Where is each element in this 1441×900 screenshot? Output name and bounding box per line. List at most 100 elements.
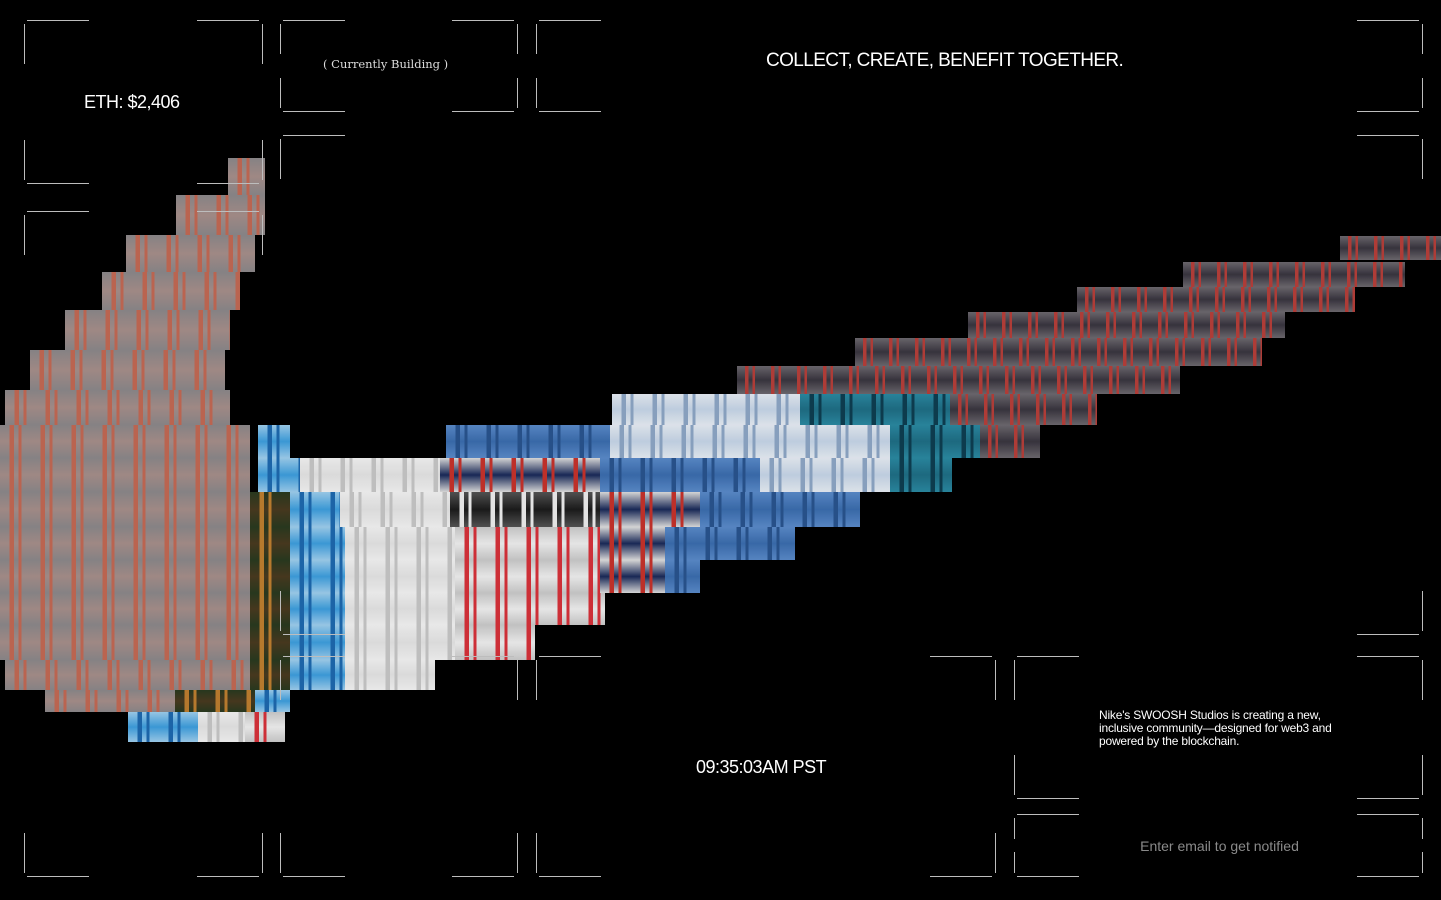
frame-corner-line	[517, 660, 518, 700]
nft-tile-strip	[45, 690, 175, 712]
frame-corner-line	[536, 660, 537, 700]
nft-tile-strip	[258, 458, 300, 492]
frame-corner-line	[1357, 656, 1419, 657]
frame-corner-line	[283, 634, 345, 635]
frame-corner-line	[280, 139, 281, 179]
frame-corner-line	[1357, 135, 1419, 136]
frame-corner-line	[452, 111, 514, 112]
nft-tile-strip	[290, 560, 345, 593]
nft-tile-strip	[1340, 236, 1441, 260]
frame-corner-line	[539, 876, 601, 877]
nft-tile-strip	[228, 158, 265, 195]
frame-corner-line	[1017, 876, 1079, 877]
frame-corner-line	[24, 215, 25, 255]
nft-tile-strip	[255, 690, 290, 712]
frame-corner-line	[1014, 852, 1015, 873]
frame-corner-line	[1422, 139, 1423, 179]
nft-tile-strip	[1183, 262, 1405, 287]
frame-corner-line	[539, 111, 601, 112]
frame-corner-line	[1422, 24, 1423, 55]
frame-corner-line	[283, 135, 345, 136]
nft-tile-strip	[455, 625, 535, 660]
nft-tile-strip	[950, 394, 1097, 425]
frame-corner-line	[262, 833, 263, 873]
nft-tile-strip	[250, 492, 290, 527]
nft-tile-strip	[345, 660, 435, 690]
nft-tile-strip	[440, 458, 600, 492]
frame-corner-line	[930, 656, 992, 657]
frame-corner-line	[1357, 20, 1419, 21]
frame-corner-line	[24, 24, 25, 64]
frame-corner-line	[1422, 591, 1423, 631]
nft-tile-strip	[665, 560, 700, 593]
nft-tile-strip	[290, 492, 340, 527]
frame-corner-line	[280, 24, 281, 55]
frame-corner-line	[452, 20, 514, 21]
nft-tile-strip	[245, 712, 285, 742]
description-text: Nike's SWOOSH Studios is creating a new,…	[1099, 708, 1332, 748]
nft-tile-strip	[5, 390, 230, 425]
frame-corner-line	[197, 211, 259, 212]
eth-price: ETH: $2,406	[84, 92, 180, 112]
frame-corner-line	[27, 183, 89, 184]
frame-corner-line	[536, 77, 537, 108]
nft-tile-strip	[610, 425, 890, 458]
nft-tile-strip	[30, 350, 225, 390]
nft-tile-strip	[450, 492, 600, 527]
nft-tile-strip	[600, 527, 665, 560]
frame-corner-line	[280, 591, 281, 631]
nft-tile-strip	[700, 492, 860, 527]
frame-corner-line	[280, 660, 281, 700]
frame-corner-line	[995, 660, 996, 700]
frame-corner-line	[27, 211, 89, 212]
nft-tile-strip	[102, 272, 240, 310]
frame-corner-line	[1422, 660, 1423, 700]
email-input[interactable]	[1080, 834, 1359, 858]
nft-tile-strip	[968, 312, 1285, 338]
nft-tile-strip	[612, 394, 800, 425]
frame-corner-line	[262, 140, 263, 180]
nft-tile-strip	[290, 660, 345, 690]
frame-corner-line	[27, 20, 89, 21]
nft-tile-strip	[175, 690, 255, 712]
frame-corner-line	[1357, 876, 1419, 877]
frame-main	[280, 135, 1423, 635]
nft-tile-strip	[300, 458, 440, 492]
frame-corner-line	[283, 20, 345, 21]
frame-corner-line	[197, 183, 259, 184]
frame-corner-line	[27, 876, 89, 877]
frame-corner-line	[517, 77, 518, 108]
nft-tile-strip	[340, 492, 450, 527]
nft-tile-strip	[890, 425, 980, 458]
nft-tile-strip	[0, 492, 250, 527]
frame-corner-line	[1017, 814, 1079, 815]
frame-corner-line	[283, 876, 345, 877]
frame-corner-line	[1017, 798, 1079, 799]
nft-tile-strip	[345, 527, 455, 560]
nft-tile-strip	[290, 593, 345, 625]
nft-tile-strip	[250, 560, 290, 593]
frame-left	[24, 211, 263, 877]
nft-tile-strip	[0, 425, 250, 458]
nft-tile-strip	[250, 527, 290, 560]
nft-tile-strip	[126, 235, 255, 272]
nft-tile-strip	[198, 712, 245, 742]
nft-tile-strip	[665, 527, 795, 560]
frame-signup[interactable]	[1014, 814, 1423, 877]
nft-tile-strip	[345, 560, 455, 593]
frame-corner-line	[539, 656, 601, 657]
nft-tile-strip	[600, 458, 760, 492]
frame-corner-line	[1357, 634, 1419, 635]
frame-corner-line	[1017, 656, 1079, 657]
frame-corner-line	[539, 20, 601, 21]
frame-corner-line	[280, 77, 281, 108]
frame-corner-line	[995, 833, 996, 873]
nft-tile-strip	[1077, 287, 1355, 312]
nft-tile-strip	[455, 527, 600, 560]
frame-eth	[24, 20, 263, 184]
nft-tile-strip	[600, 560, 665, 593]
clock-time: 09:35:03AM PST	[696, 757, 827, 777]
nft-tile-strip	[250, 593, 290, 625]
nft-tile-strip	[737, 366, 1180, 394]
frame-corner-line	[262, 215, 263, 255]
